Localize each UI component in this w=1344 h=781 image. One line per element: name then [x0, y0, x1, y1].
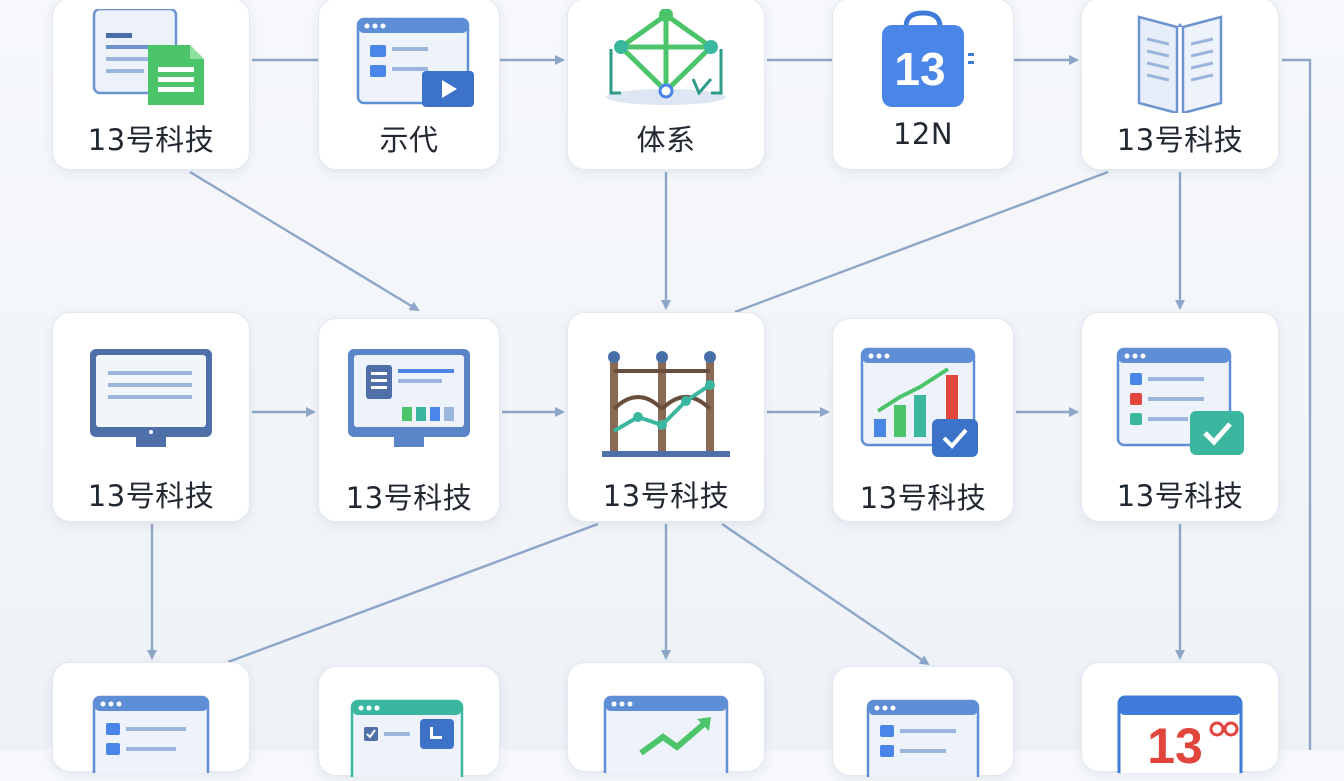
arrow-n1-n7: [189, 170, 420, 312]
calendar-13-text: 13: [894, 43, 945, 95]
node-10[interactable]: 13号科技: [1081, 312, 1279, 522]
form-window-icon: [858, 697, 988, 781]
connector-right-edge: [1282, 58, 1312, 750]
tasks-window-icon: [344, 697, 474, 781]
node-9[interactable]: 13号科技: [832, 318, 1014, 522]
node-11[interactable]: [52, 662, 250, 781]
node-1[interactable]: 13号科技: [52, 0, 250, 170]
node-label: 示代: [379, 123, 439, 157]
document-spreadsheet-icon: [86, 7, 216, 113]
connector-layer: [147, 55, 1312, 750]
node-3[interactable]: 体系: [567, 0, 765, 170]
node-7[interactable]: 13号科技: [318, 318, 500, 522]
network-structure-icon: [591, 8, 741, 113]
node-15[interactable]: 13: [1081, 662, 1279, 781]
list-window-icon: [86, 693, 216, 781]
node-label: 13号科技: [602, 479, 730, 513]
node-label: 13号科技: [1116, 123, 1244, 157]
calendar-window-text: 13: [1147, 718, 1203, 773]
connector-n5-n8: [734, 170, 1109, 314]
video-window-icon: [344, 9, 474, 113]
node-label: 13号科技: [345, 481, 473, 515]
growth-chart-window-icon: [601, 693, 731, 781]
book-icon: [1125, 9, 1235, 117]
calendar-window-icon: 13: [1105, 693, 1255, 781]
node-14[interactable]: [832, 666, 1014, 781]
bar-chart-check-icon: [858, 345, 988, 463]
connector-n8-n11: [227, 522, 599, 664]
node-label: 13号科技: [859, 481, 987, 515]
node-13[interactable]: [567, 662, 765, 781]
node-5[interactable]: 13号科技: [1081, 0, 1279, 170]
monitor-icon: [86, 345, 216, 459]
node-label: 12N: [892, 117, 954, 151]
arrow-n8-n14: [721, 523, 930, 666]
node-8[interactable]: 13号科技: [567, 312, 765, 522]
scaffold-chart-icon: [596, 345, 736, 463]
monitor-dashboard-icon: [344, 345, 474, 459]
node-label: 13号科技: [87, 479, 215, 513]
checklist-window-icon: [1110, 345, 1250, 463]
node-label: 13号科技: [1116, 479, 1244, 513]
node-4[interactable]: 13 12N: [832, 0, 1014, 170]
node-12[interactable]: [318, 666, 500, 781]
node-label: 13号科技: [87, 123, 215, 157]
node-2[interactable]: 示代: [318, 0, 500, 170]
calendar-13-icon: 13: [868, 9, 978, 113]
node-label: 体系: [636, 123, 696, 157]
node-6[interactable]: 13号科技: [52, 312, 250, 522]
